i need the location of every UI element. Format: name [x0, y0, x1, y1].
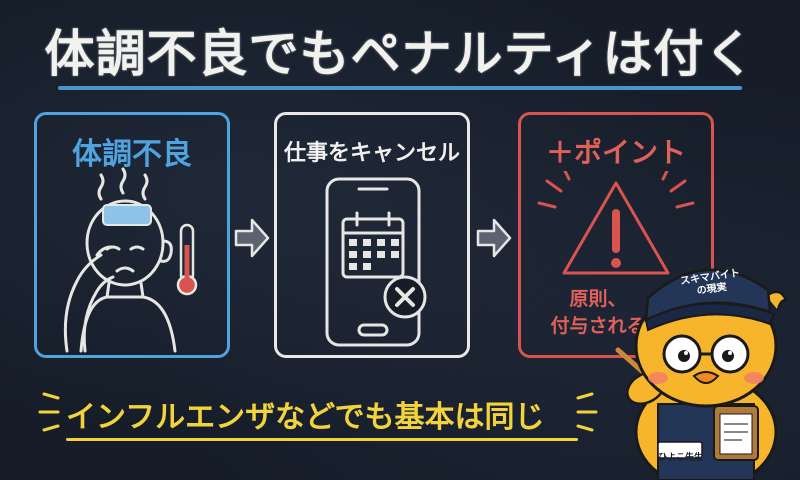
title-underline: [58, 86, 742, 90]
arrow-right-icon: [234, 218, 270, 258]
bottom-message: インフルエンザなどでも基本は同じ: [66, 400, 545, 435]
panel-cancel: 仕事をキャンセル: [274, 112, 470, 358]
points-note: 原則、 付与される: [548, 286, 648, 340]
warning-triangle-icon: [537, 171, 695, 275]
panel-points: ＋ポイント: [518, 112, 714, 358]
panel-sick: 体調不良: [34, 112, 230, 358]
sick-person-icon: [63, 167, 198, 353]
bottom-underline: [66, 438, 578, 441]
page-title: 体調不良でもペナルティは付く: [44, 25, 756, 83]
arrow-right-icon: [476, 218, 512, 258]
panel-points-label: ＋ポイント: [545, 136, 686, 169]
panel-sick-label: 体調不良: [72, 137, 192, 172]
points-note-line1: 原則、: [569, 288, 627, 310]
spark-right-icon: [576, 392, 598, 432]
panel-cancel-label: 仕事をキャンセル: [283, 141, 460, 166]
points-note-line2: 付与される: [550, 315, 646, 337]
smartphone-calendar-icon: [325, 177, 427, 347]
spark-left-icon: [38, 392, 60, 432]
chick-mascot-icon: [615, 268, 788, 480]
mascot-name-badge: ひよこ先生: [658, 453, 704, 463]
